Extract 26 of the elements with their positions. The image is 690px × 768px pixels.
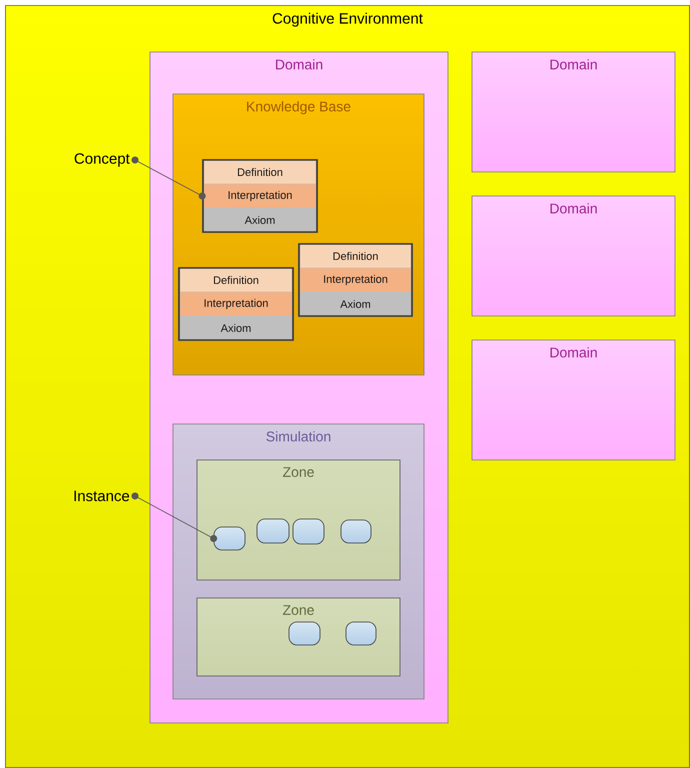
- domain-panel: Domain: [472, 52, 676, 172]
- domain-panel: Domain: [472, 340, 676, 460]
- concept-row: Definition: [204, 160, 316, 184]
- callout-label: Instance: [74, 490, 130, 502]
- domain-panel: Domain: [472, 196, 676, 316]
- concept-row: Interpretation: [300, 268, 412, 292]
- concept-card: [202, 159, 318, 233]
- concept-card: [298, 243, 413, 317]
- instance-pill: [292, 518, 324, 544]
- leader-line: [132, 156, 206, 200]
- callout-label: Concept: [74, 153, 130, 167]
- instance-pill: [340, 520, 372, 544]
- leader-line: [132, 492, 218, 542]
- concept-row: Interpretation: [180, 292, 292, 316]
- instance-pill: [288, 622, 320, 646]
- concept-row: Axiom: [180, 316, 292, 340]
- concept-card: [178, 267, 294, 341]
- concept-row: Axiom: [300, 292, 412, 316]
- zone-panel: Zone: [196, 598, 400, 676]
- concept-row: Axiom: [204, 208, 316, 232]
- concept-row: Definition: [180, 268, 292, 292]
- concept-row: Definition: [300, 244, 412, 268]
- concept-row: Interpretation: [204, 184, 316, 208]
- instance-pill: [256, 518, 290, 544]
- instance-pill: [346, 622, 376, 646]
- instance-pill: [214, 526, 246, 550]
